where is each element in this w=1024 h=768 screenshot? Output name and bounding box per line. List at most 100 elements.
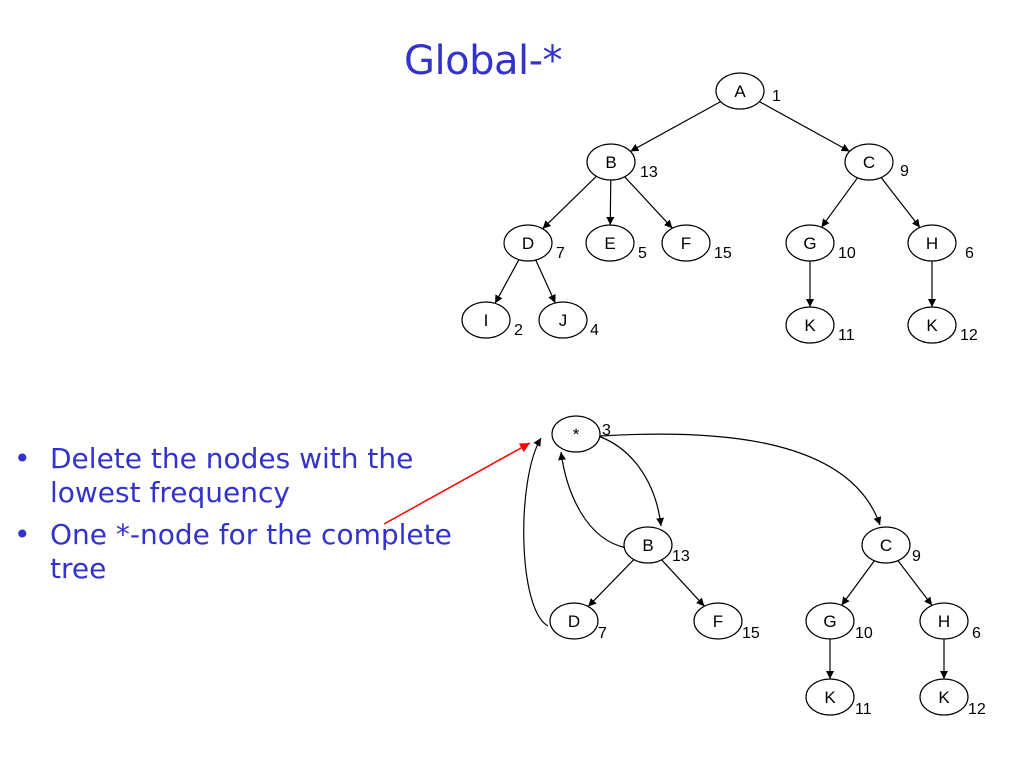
tree-node: K 11 <box>785 306 855 344</box>
node-frequency: 1 <box>772 88 781 105</box>
node-label: C <box>880 536 892 555</box>
node-ellipse <box>919 678 969 716</box>
tree-node: B13 <box>586 143 658 181</box>
node-frequency: 10 <box>838 245 856 262</box>
node-label: G <box>803 234 816 253</box>
node-ellipse <box>785 224 835 262</box>
node-frequency: 5 <box>638 245 647 262</box>
node-label: C <box>863 153 875 172</box>
node-frequency: 7 <box>556 245 565 262</box>
node-ellipse <box>693 602 743 640</box>
tree-edge <box>542 175 597 230</box>
node-label: D <box>522 234 534 253</box>
node-label: I <box>484 311 489 330</box>
tree-node: I2 <box>461 301 523 339</box>
tree-edge <box>661 559 705 607</box>
tree-edge <box>759 101 850 152</box>
tree-edge <box>821 177 858 228</box>
tree-edge <box>523 437 549 627</box>
node-ellipse <box>461 301 511 339</box>
tree-edge <box>599 433 882 526</box>
node-label: K <box>824 688 836 707</box>
node-frequency: 7 <box>598 625 607 642</box>
bullet-list: • Delete the nodes with the lowest frequ… <box>14 442 500 594</box>
bullet-dot-icon: • <box>14 442 31 475</box>
node-ellipse <box>919 602 969 640</box>
tree-node: K 12 <box>919 678 986 718</box>
node-frequency: 6 <box>972 625 981 642</box>
bullet-text: Delete the nodes with the lowest frequen… <box>50 442 414 509</box>
node-frequency: 10 <box>855 625 873 642</box>
node-ellipse <box>805 602 855 640</box>
node-label: F <box>681 234 691 253</box>
node-frequency: 4 <box>590 322 599 339</box>
tree-node: K 11 <box>805 678 872 718</box>
tree-edge <box>494 259 520 304</box>
node-ellipse <box>907 306 957 344</box>
tree-node: H6 <box>907 224 974 262</box>
tree-edge <box>587 559 635 607</box>
node-ellipse <box>805 678 855 716</box>
tree-node: G 10 <box>785 224 856 262</box>
pointer-arrow <box>383 442 531 525</box>
tree-edge <box>624 176 673 229</box>
slide-title: Global-* <box>404 38 563 84</box>
tree-edge <box>606 179 615 226</box>
bullet-item: • One *-node for the complete tree <box>14 518 500 586</box>
node-label: H <box>926 234 938 253</box>
node-frequency: 15 <box>714 245 732 262</box>
node-frequency: 9 <box>900 163 909 180</box>
node-label: E <box>604 234 615 253</box>
node-ellipse <box>549 602 599 640</box>
tree-node: B 13 <box>623 526 690 565</box>
node-ellipse <box>585 224 635 262</box>
node-frequency: 9 <box>912 548 921 565</box>
node-label: F <box>713 612 723 631</box>
node-ellipse <box>586 143 636 181</box>
node-frequency: 12 <box>960 327 978 344</box>
tree-edge <box>630 101 721 152</box>
tree-node: *3 <box>551 415 611 453</box>
tree-node: K 12 <box>907 306 978 344</box>
node-ellipse <box>785 306 835 344</box>
node-label: H <box>938 612 950 631</box>
node-ellipse <box>503 224 553 262</box>
node-label: * <box>573 425 580 444</box>
node-frequency: 12 <box>968 701 986 718</box>
node-frequency: 11 <box>855 701 872 718</box>
node-label: K <box>804 316 816 335</box>
node-label: G <box>823 612 836 631</box>
node-label: B <box>642 536 653 555</box>
node-label: A <box>734 82 746 101</box>
node-label: K <box>938 688 950 707</box>
tree-node: G 10 <box>805 602 873 642</box>
tree-edge <box>841 560 875 606</box>
node-frequency: 2 <box>514 322 523 339</box>
bullet-item: • Delete the nodes with the lowest frequ… <box>14 442 500 510</box>
tree-node: J4 <box>538 301 599 339</box>
tree-edge <box>535 259 556 304</box>
node-ellipse <box>907 224 957 262</box>
node-frequency: 11 <box>838 327 855 344</box>
node-label: D <box>568 612 580 631</box>
node-ellipse <box>844 143 894 181</box>
node-ellipse <box>861 526 911 564</box>
node-label: B <box>605 153 616 172</box>
node-frequency: 13 <box>672 548 690 565</box>
tree-node: H6 <box>919 602 981 642</box>
tree-edge <box>597 435 665 527</box>
node-frequency: 3 <box>602 422 611 439</box>
tree-edge <box>880 177 921 228</box>
tree-node: F 15 <box>661 224 732 262</box>
node-frequency: 15 <box>742 625 760 642</box>
node-ellipse <box>551 415 601 453</box>
tree-node: D7 <box>549 602 607 642</box>
node-ellipse <box>538 301 588 339</box>
tree-node: E5 <box>585 224 647 262</box>
tree-node: C9 <box>861 526 921 565</box>
node-label: K <box>926 316 938 335</box>
